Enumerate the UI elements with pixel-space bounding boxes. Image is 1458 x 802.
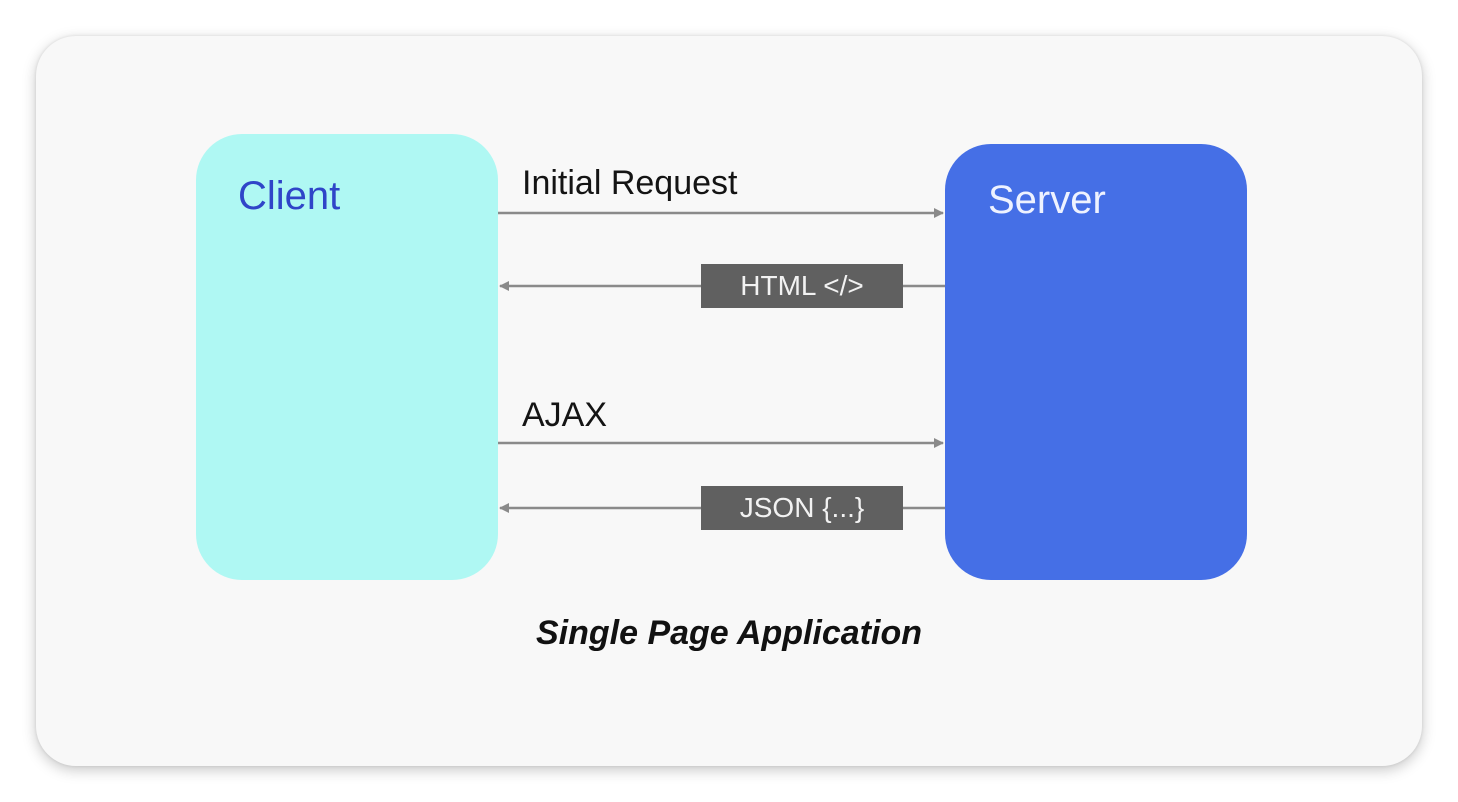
ajax-label: AJAX (522, 396, 608, 434)
diagram-card: Client Server Initial Request HTML </> A… (36, 36, 1422, 766)
server-title: Server (988, 178, 1106, 222)
client-box: Client (196, 134, 498, 580)
html-tag: HTML </> (701, 264, 903, 308)
json-tag: JSON {...} (701, 486, 903, 530)
initial-request-label: Initial Request (522, 164, 738, 202)
client-title: Client (238, 174, 341, 218)
server-box: Server (945, 144, 1247, 580)
diagram-caption: Single Page Application (535, 614, 923, 652)
arrows-layer (498, 208, 945, 513)
